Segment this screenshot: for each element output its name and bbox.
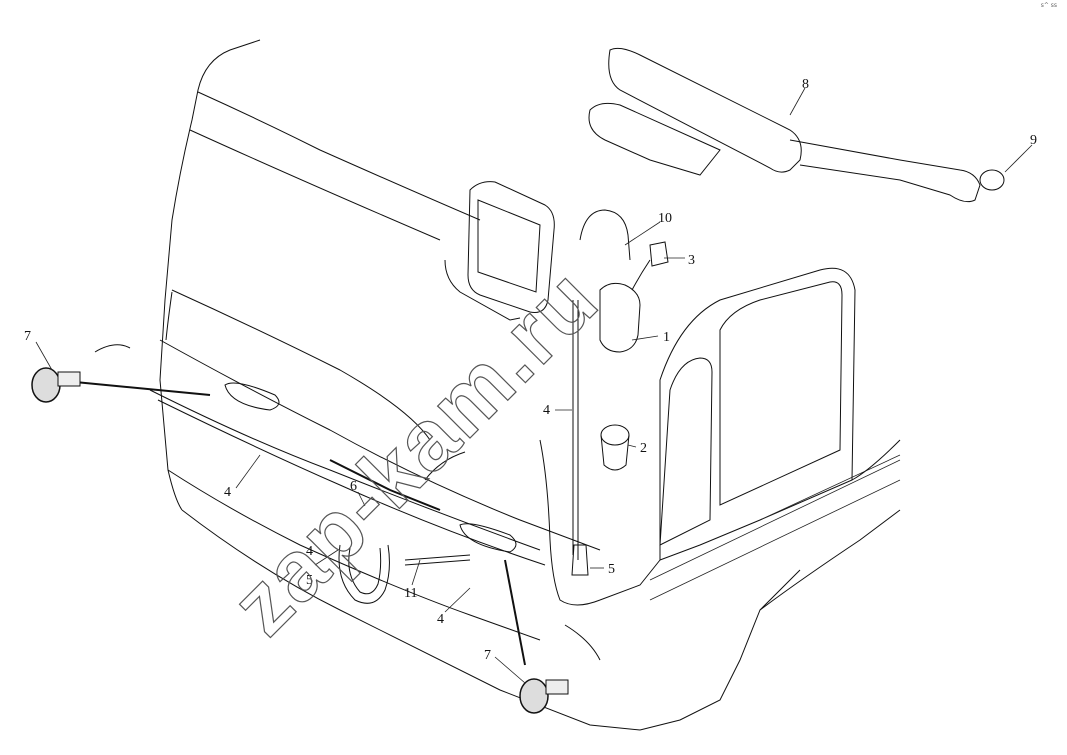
door-window-small xyxy=(659,357,713,546)
nozzle-7-bottom xyxy=(519,678,569,714)
callout-2: 2 xyxy=(640,441,647,456)
washer-filler-neck xyxy=(579,209,631,261)
relay-box xyxy=(649,241,669,267)
hose-loop xyxy=(338,544,390,604)
washer-system xyxy=(571,209,669,576)
front-panel-mid xyxy=(167,469,541,641)
bumper-edge xyxy=(599,559,661,601)
windshield-top xyxy=(189,129,441,241)
washer-reservoir xyxy=(599,282,641,353)
callout-8: 8 xyxy=(802,77,809,92)
mirror-arm xyxy=(444,259,521,321)
grille-opening-2 xyxy=(459,523,517,553)
cab-roof-outline xyxy=(159,39,261,511)
leader-lines xyxy=(35,87,1033,684)
washer-pump xyxy=(600,424,630,446)
wiper-motor-body xyxy=(608,47,802,173)
relay-wire xyxy=(631,259,651,291)
front-panel-bottom xyxy=(181,509,641,731)
callouts: 1 2 3 4 4 4 4 5 5 6 7 7 8 9 10 11 xyxy=(24,77,1037,663)
callout-5-left: 5 xyxy=(306,573,313,588)
cab-rear-edge xyxy=(851,439,901,481)
nozzles-and-hoses xyxy=(74,344,601,666)
windshield-bottom xyxy=(171,289,431,441)
corner-mark: s^ ss xyxy=(1040,2,1057,9)
hose-loop-inner xyxy=(348,547,382,595)
callout-3: 3 xyxy=(688,253,695,268)
callout-1: 1 xyxy=(663,330,670,345)
front-panel-top xyxy=(159,339,601,551)
mirror-inner xyxy=(477,199,541,293)
side-stripe-2 xyxy=(649,479,901,601)
callout-5-right: 5 xyxy=(608,562,615,577)
callout-11: 11 xyxy=(404,586,417,601)
cab-top-curve xyxy=(197,91,481,221)
washer-pump-body xyxy=(600,434,630,471)
hose-right-bottom xyxy=(504,559,526,666)
front-corner xyxy=(539,439,601,606)
hose-center xyxy=(329,459,441,511)
cab-side-lower xyxy=(759,509,901,611)
washer-connector xyxy=(571,544,589,576)
mirror-housing xyxy=(467,181,555,313)
bolt-assembly xyxy=(404,554,471,566)
cab-bottom-edge xyxy=(639,569,801,731)
nozzle-pipe xyxy=(424,451,466,481)
callout-4-bottom: 4 xyxy=(437,612,444,627)
callout-9: 9 xyxy=(1030,133,1037,148)
door-window-large xyxy=(719,281,843,506)
wiper-arm xyxy=(789,139,981,203)
grille-opening-1 xyxy=(224,382,280,411)
side-stripe-3 xyxy=(759,454,901,521)
headlamp-right-hose xyxy=(564,624,601,661)
cab-body xyxy=(149,39,901,731)
callout-7-left: 7 xyxy=(24,329,31,344)
grille-strip-upper xyxy=(149,389,541,551)
callout-4-loop: 4 xyxy=(306,544,313,559)
wiper-bracket xyxy=(588,102,721,176)
callout-7-bottom: 7 xyxy=(484,648,491,663)
callout-6: 6 xyxy=(350,479,357,494)
nozzle-7-left xyxy=(31,367,81,403)
wiper-assembly xyxy=(588,47,1005,203)
headlamp-left-hose xyxy=(94,344,131,353)
side-stripe-1 xyxy=(649,459,901,581)
callout-4-top: 4 xyxy=(543,403,550,418)
grille-strip-lower xyxy=(157,399,546,566)
mirror xyxy=(444,181,555,321)
callout-10: 10 xyxy=(658,211,672,226)
windshield-left xyxy=(165,291,173,341)
callout-4-left: 4 xyxy=(224,485,231,500)
hose-left-top xyxy=(74,381,211,396)
wiper-pivot-cap xyxy=(979,169,1005,191)
door-outline xyxy=(659,267,856,561)
